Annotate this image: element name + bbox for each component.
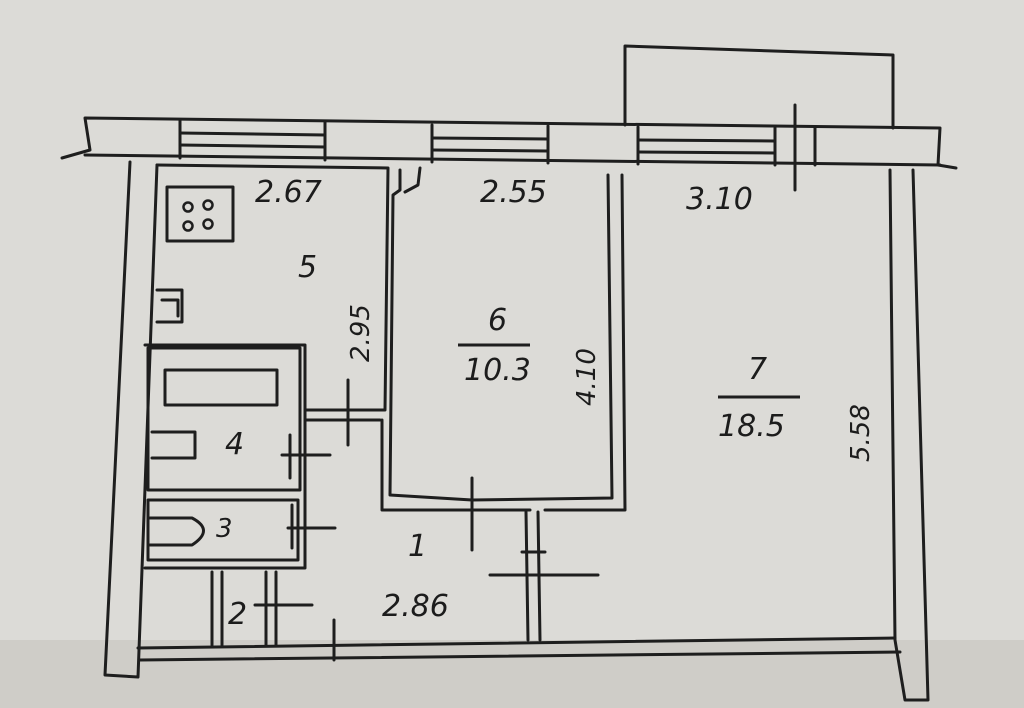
bath-block bbox=[146, 346, 302, 492]
window-room6 bbox=[430, 123, 550, 165]
bottom-wall-lower bbox=[138, 650, 902, 662]
bathtub bbox=[163, 368, 279, 407]
exterior-right-wall bbox=[888, 168, 930, 702]
bath-block-outer bbox=[143, 343, 307, 497]
stove-burner bbox=[202, 199, 214, 211]
room7-width-label: 3.10 bbox=[686, 182, 753, 217]
paper-shadow bbox=[0, 640, 1024, 708]
room7-depth-label: 5.58 bbox=[846, 404, 876, 462]
kitchen-number-label: 5 bbox=[298, 250, 318, 285]
room6-right-wall-outer bbox=[543, 173, 627, 512]
room7-area-label: 18.5 bbox=[718, 409, 785, 444]
window-room7 bbox=[636, 103, 817, 192]
toilet-bowl bbox=[148, 516, 205, 547]
toilet-block bbox=[146, 498, 300, 562]
room6-left-wall-outer bbox=[380, 418, 532, 512]
toilet-number-label: 3 bbox=[216, 514, 233, 544]
stove-burner bbox=[182, 220, 194, 232]
kitchen-sink-basin bbox=[160, 298, 180, 318]
room7-number-label: 7 bbox=[748, 352, 768, 387]
bath-number-label: 4 bbox=[225, 427, 245, 462]
room6-corner bbox=[403, 166, 422, 194]
kitchen-wall bbox=[155, 163, 390, 412]
stove-burner bbox=[202, 218, 214, 230]
room6-left-wall bbox=[388, 168, 474, 502]
stove-burner bbox=[182, 201, 194, 213]
room6-right-wall bbox=[470, 173, 614, 502]
closet-number-label: 2 bbox=[228, 597, 248, 632]
room6-number-label: 6 bbox=[488, 303, 508, 338]
kitchen-width-label: 2.67 bbox=[255, 175, 322, 210]
room6-width-label: 2.55 bbox=[480, 175, 547, 210]
room6-area-label: 10.3 bbox=[464, 353, 531, 388]
kitchen-sink bbox=[155, 288, 184, 324]
toilet-block-outer bbox=[143, 493, 307, 570]
window-kitchen bbox=[178, 118, 327, 162]
bottom-wall-upper bbox=[136, 636, 897, 650]
stove bbox=[165, 185, 235, 243]
hall-number-label: 1 bbox=[408, 529, 428, 564]
room6-depth-label: 4.10 bbox=[572, 348, 602, 406]
hall-width-label: 2.86 bbox=[382, 589, 449, 624]
exterior-top-wall-inner bbox=[83, 153, 942, 167]
kitchen-depth-label: 2.95 bbox=[346, 304, 376, 362]
balcony-outline bbox=[623, 44, 895, 130]
bath-sink bbox=[150, 430, 197, 460]
